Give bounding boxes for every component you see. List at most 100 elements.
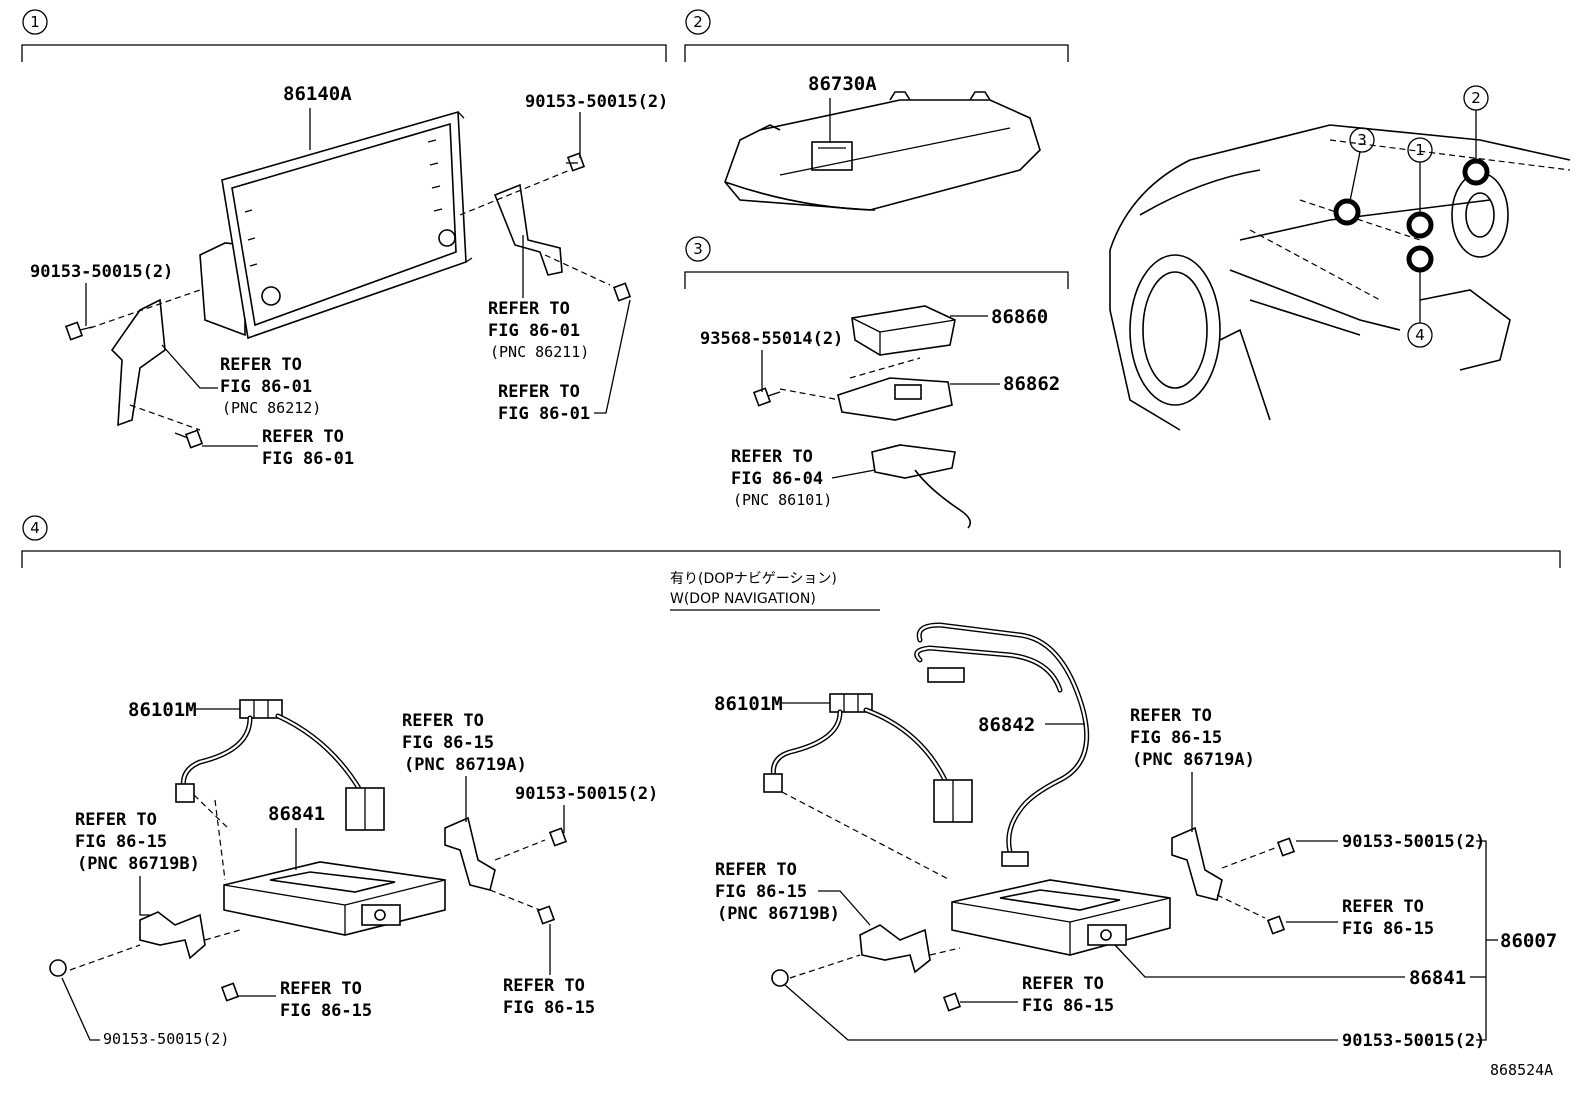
right-cable-part-number: 86842 — [978, 714, 1035, 736]
refer-line-2: FIG 86-01 — [488, 321, 580, 341]
refer-note-left-bracket: REFER TO FIG 86-01 (PNC 86212) — [161, 344, 321, 417]
bolt-icon — [49, 959, 67, 977]
refer-line-2: FIG 86-15 — [715, 882, 807, 902]
locator-marker-4: 4 — [1415, 326, 1425, 344]
right-harness-part-number: 86101M — [714, 693, 783, 715]
refer-line-2: FIG 86-15 — [1130, 728, 1222, 748]
left-nav-unit-part-number: 86841 — [268, 803, 325, 825]
refer-line-2: FIG 86-15 — [402, 733, 494, 753]
right-cable-drawing — [914, 622, 1090, 867]
overhead-console-part-number: 86730A — [808, 73, 877, 95]
locator-marker-3: 3 — [1357, 131, 1367, 149]
refer-line-1: REFER TO — [488, 299, 570, 319]
refer-line-3: (PNC 86719A) — [1132, 750, 1255, 770]
refer-line-2: FIG 86-01 — [220, 377, 312, 397]
airbag-bracket-drawing — [779, 357, 953, 421]
refer-line-2: FIG 86-15 — [1342, 919, 1434, 939]
right-nav-unit-drawing — [951, 879, 1171, 956]
refer-line-1: REFER TO — [262, 427, 344, 447]
bolt-icon — [220, 982, 240, 1002]
airbag-bolt-part-number: 93568-55014(2) — [700, 329, 843, 349]
right-nav-unit-part-number: 86841 — [1409, 967, 1466, 989]
bolt-icon — [174, 429, 204, 449]
refer-line-1: REFER TO — [498, 382, 580, 402]
refer-line-1: REFER TO — [1342, 897, 1424, 917]
bolt-icon — [566, 152, 586, 172]
section-1-header: 1 — [21, 9, 667, 62]
refer-note-airbag: REFER TO FIG 86-04 (PNC 86101) — [731, 447, 876, 509]
display-part-number: 86140A — [283, 83, 352, 105]
section-3-number: 3 — [693, 240, 703, 258]
figure-id: 868524A — [1490, 1061, 1553, 1079]
refer-line-1: REFER TO — [75, 810, 157, 830]
left-harness-drawing — [175, 699, 385, 881]
display-left-bracket — [89, 289, 201, 431]
refer-note-right-bracket: REFER TO FIG 86-01 (PNC 86211) — [488, 235, 589, 361]
left-harness-part-number: 86101M — [128, 699, 197, 721]
section-2-header: 2 — [684, 9, 1069, 62]
refer-line-3: (PNC 86101) — [733, 491, 832, 509]
refer-line-1: REFER TO — [715, 860, 797, 880]
section-4-number: 4 — [30, 519, 40, 537]
airbag-bracket-part-number: 86862 — [1003, 373, 1060, 395]
bolt-part-number-top-right: 90153-50015(2) — [525, 92, 668, 112]
refer-note-bottom-left: REFER TO FIG 86-01 — [202, 427, 354, 469]
refer-line-2: FIG 86-15 — [75, 832, 167, 852]
refer-line-1: REFER TO — [731, 447, 813, 467]
vehicle-locator-drawing: 1 2 3 4 — [1109, 85, 1571, 431]
refer-line-2: FIG 86-15 — [503, 998, 595, 1018]
locator-marker-1: 1 — [1415, 141, 1425, 159]
section-3-header: 3 — [684, 236, 1069, 289]
bolt-icon — [536, 905, 556, 925]
right-harness-drawing — [763, 693, 973, 881]
refer-line-3: (PNC 86211) — [490, 343, 589, 361]
airbag-part-number: 86860 — [991, 306, 1048, 328]
assembly-part-number: 86007 — [1500, 930, 1557, 952]
left-bolt-top-right-part-number: 90153-50015(2) — [515, 784, 658, 804]
refer-note-left-bottom-right: REFER TO FIG 86-15 — [503, 924, 595, 1018]
refer-line-1: REFER TO — [1130, 706, 1212, 726]
refer-line-3: (PNC 86719B) — [717, 904, 840, 924]
navigation-note-japanese: 有り(DOPナビゲーション) — [670, 571, 837, 587]
refer-line-3: (PNC 86212) — [222, 399, 321, 417]
refer-note-bottom-right: REFER TO FIG 86-01 — [498, 299, 631, 424]
refer-line-1: REFER TO — [280, 979, 362, 999]
refer-line-1: REFER TO — [402, 711, 484, 731]
display-right-bracket — [459, 169, 611, 286]
refer-line-1: REFER TO — [220, 355, 302, 375]
section-1-number: 1 — [30, 13, 40, 31]
left-bolt-bottom-part-number: 90153-50015(2) — [103, 1030, 229, 1048]
sensor-harness-drawing — [871, 444, 971, 529]
refer-note-right-top-bracket: REFER TO FIG 86-15 (PNC 86719A) — [1130, 706, 1255, 832]
refer-line-1: REFER TO — [503, 976, 585, 996]
refer-line-2: FIG 86-15 — [1022, 996, 1114, 1016]
bolt-part-number-left: 90153-50015(2) — [30, 262, 173, 282]
refer-line-1: REFER TO — [1022, 974, 1104, 994]
right-bracket-drawing — [789, 826, 1276, 979]
refer-line-3: (PNC 86719B) — [77, 854, 200, 874]
refer-line-2: FIG 86-01 — [262, 449, 354, 469]
bolt-icon — [64, 321, 93, 341]
refer-note-right-bottom: REFER TO FIG 86-15 — [960, 974, 1114, 1016]
refer-line-2: FIG 86-01 — [498, 404, 590, 424]
section-2-number: 2 — [693, 13, 703, 31]
refer-line-3: (PNC 86719A) — [404, 755, 527, 775]
refer-line-2: FIG 86-15 — [280, 1001, 372, 1021]
display-unit-drawing — [199, 110, 473, 340]
bolt-icon — [612, 282, 632, 302]
refer-note-left-side-bracket: REFER TO FIG 86-15 (PNC 86719B) — [75, 810, 200, 916]
bolt-icon — [548, 827, 568, 847]
refer-note-left-bottom: REFER TO FIG 86-15 — [238, 979, 372, 1021]
bolt-icon — [942, 992, 962, 1012]
airbag-module-drawing — [851, 305, 956, 356]
right-bolt-top-part-number: 90153-50015(2) — [1342, 832, 1485, 852]
left-bracket-drawing — [69, 816, 546, 971]
locator-marker-2: 2 — [1471, 89, 1481, 107]
refer-note-right-left-bracket: REFER TO FIG 86-15 (PNC 86719B) — [715, 860, 871, 926]
bolt-icon — [771, 969, 789, 987]
bolt-icon — [752, 387, 781, 407]
section-4-header: 4 — [21, 515, 1561, 568]
left-nav-unit-drawing — [223, 861, 446, 936]
refer-line-2: FIG 86-04 — [731, 469, 823, 489]
